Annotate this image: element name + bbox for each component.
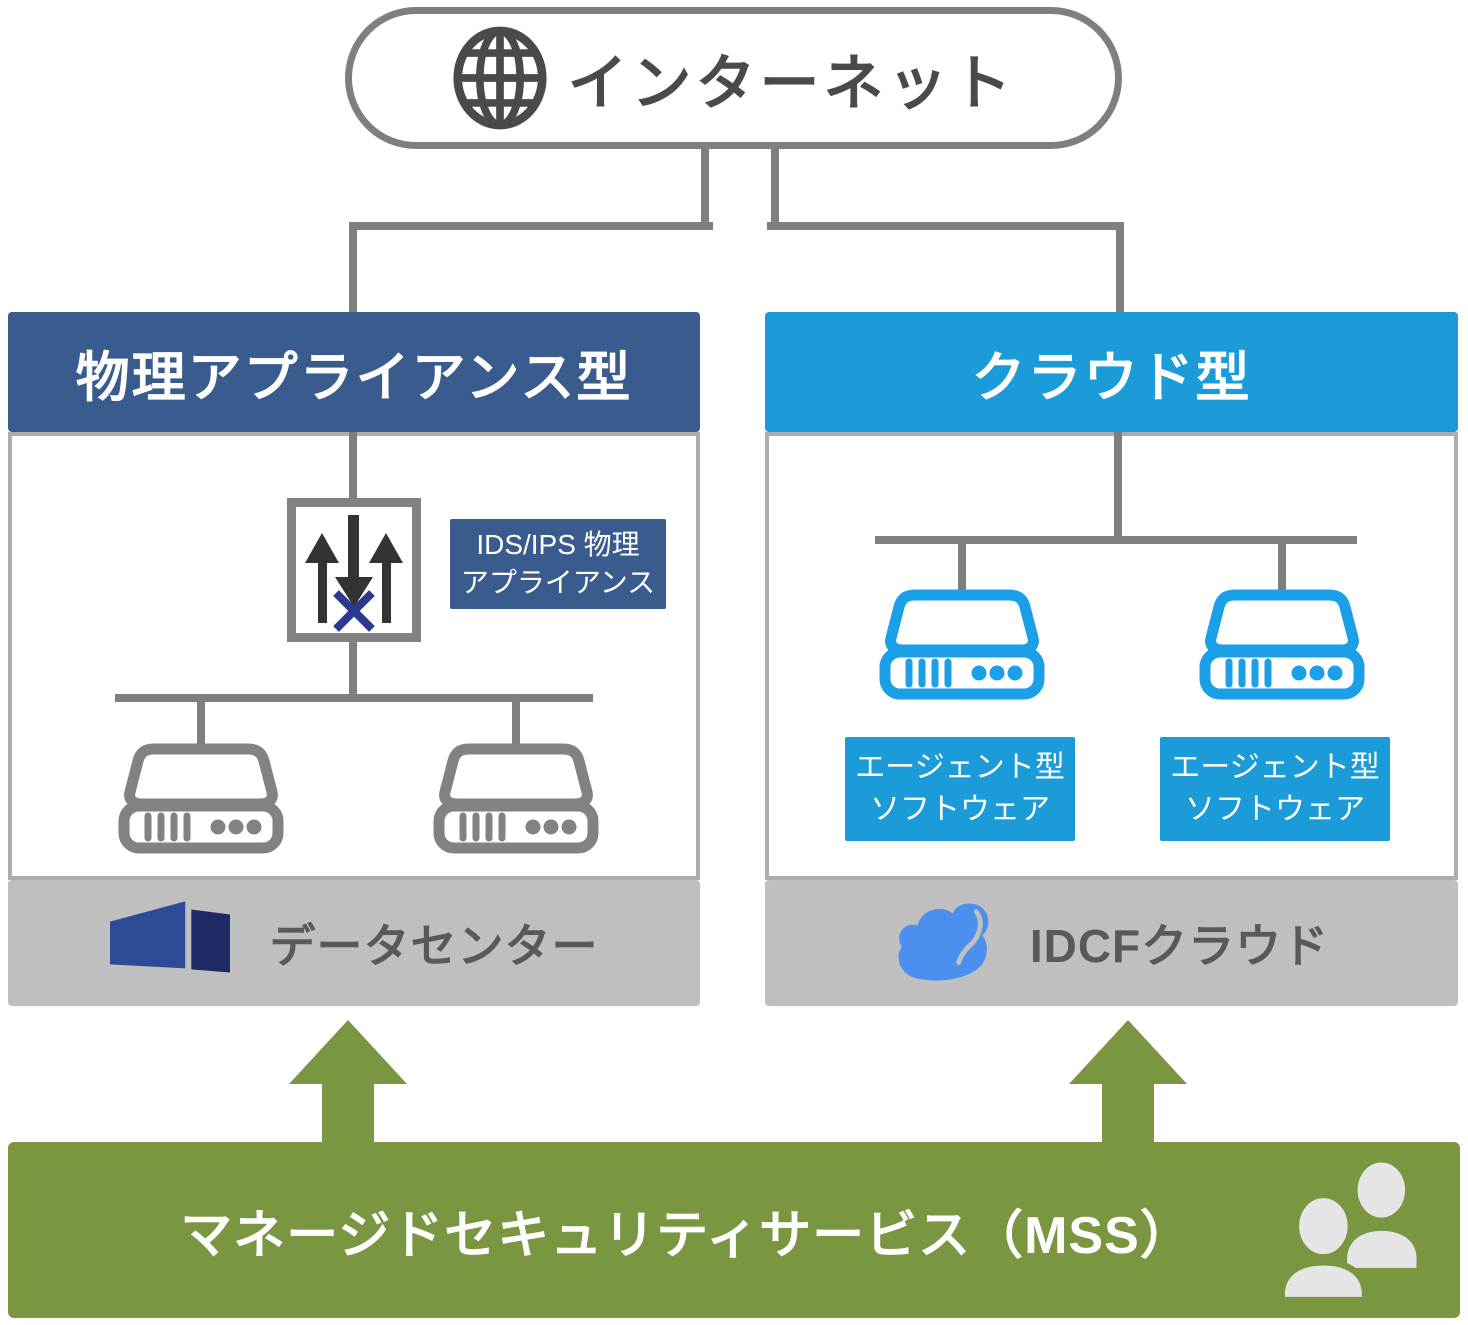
right-server2-drop (1278, 544, 1286, 590)
datacenter-building-icon (109, 901, 232, 985)
internet-node: インターネット (345, 7, 1122, 149)
left-server2-drop (512, 702, 520, 746)
agent-software-label: エージェント型 ソフトウェア (845, 737, 1075, 841)
mss-banner: マネージドセキュリティサービス（MSS） (8, 1142, 1460, 1318)
agent-label-line1: エージェント型 (1170, 751, 1380, 784)
mss-banner-label: マネージドセキュリティサービス（MSS） (180, 1206, 1193, 1265)
server-icon (431, 742, 601, 854)
connector-to-right-panel (1116, 222, 1124, 314)
idcf-cloud-footer: IDCFクラウド (765, 880, 1458, 1006)
connector-appliance-to-bus (349, 640, 357, 698)
connector-header-to-appliance (349, 432, 357, 500)
physical-appliance-panel-header: 物理アプライアンス型 (8, 312, 700, 432)
connector-header-to-right-bus (1114, 432, 1122, 540)
globe-icon (452, 25, 548, 131)
ids-ips-label-line2: アプライアンス (460, 567, 656, 598)
server-icon (877, 588, 1047, 700)
server-icon (116, 742, 286, 854)
ids-ips-appliance-icon (287, 498, 421, 642)
agent-software-label: エージェント型 ソフトウェア (1160, 737, 1390, 841)
connector-internet-left-horizontal (349, 222, 713, 230)
server-icon (1197, 588, 1367, 700)
right-server1-drop (958, 544, 966, 590)
datacenter-label: データセンター (269, 920, 599, 972)
datacenter-footer: データセンター (8, 880, 700, 1006)
agent-label-line1: エージェント型 (855, 751, 1065, 784)
idcf-cloud-label: IDCFクラウド (1029, 920, 1330, 972)
agent-label-line2: ソフトウェア (1185, 793, 1365, 826)
mss-up-arrow-icon (289, 1020, 407, 1142)
people-icon (1274, 1154, 1426, 1302)
connector-internet-right-vertical (771, 148, 779, 230)
agent-label-line2: ソフトウェア (870, 793, 1050, 826)
idcf-cloud-icon (894, 900, 992, 986)
left-network-bus (115, 694, 593, 702)
connector-internet-left-vertical (701, 148, 709, 230)
mss-up-arrow-icon (1069, 1020, 1187, 1142)
cloud-panel-header: クラウド型 (765, 312, 1458, 432)
ids-ips-appliance-label: IDS/IPS 物理 アプライアンス (450, 519, 666, 609)
ids-ips-label-line1: IDS/IPS 物理 (476, 529, 640, 561)
internet-label: インターネット (567, 49, 1016, 117)
connector-to-left-panel (349, 222, 357, 314)
left-server1-drop (197, 702, 205, 746)
connector-internet-right-horizontal (767, 222, 1124, 230)
right-network-bus (875, 536, 1357, 544)
